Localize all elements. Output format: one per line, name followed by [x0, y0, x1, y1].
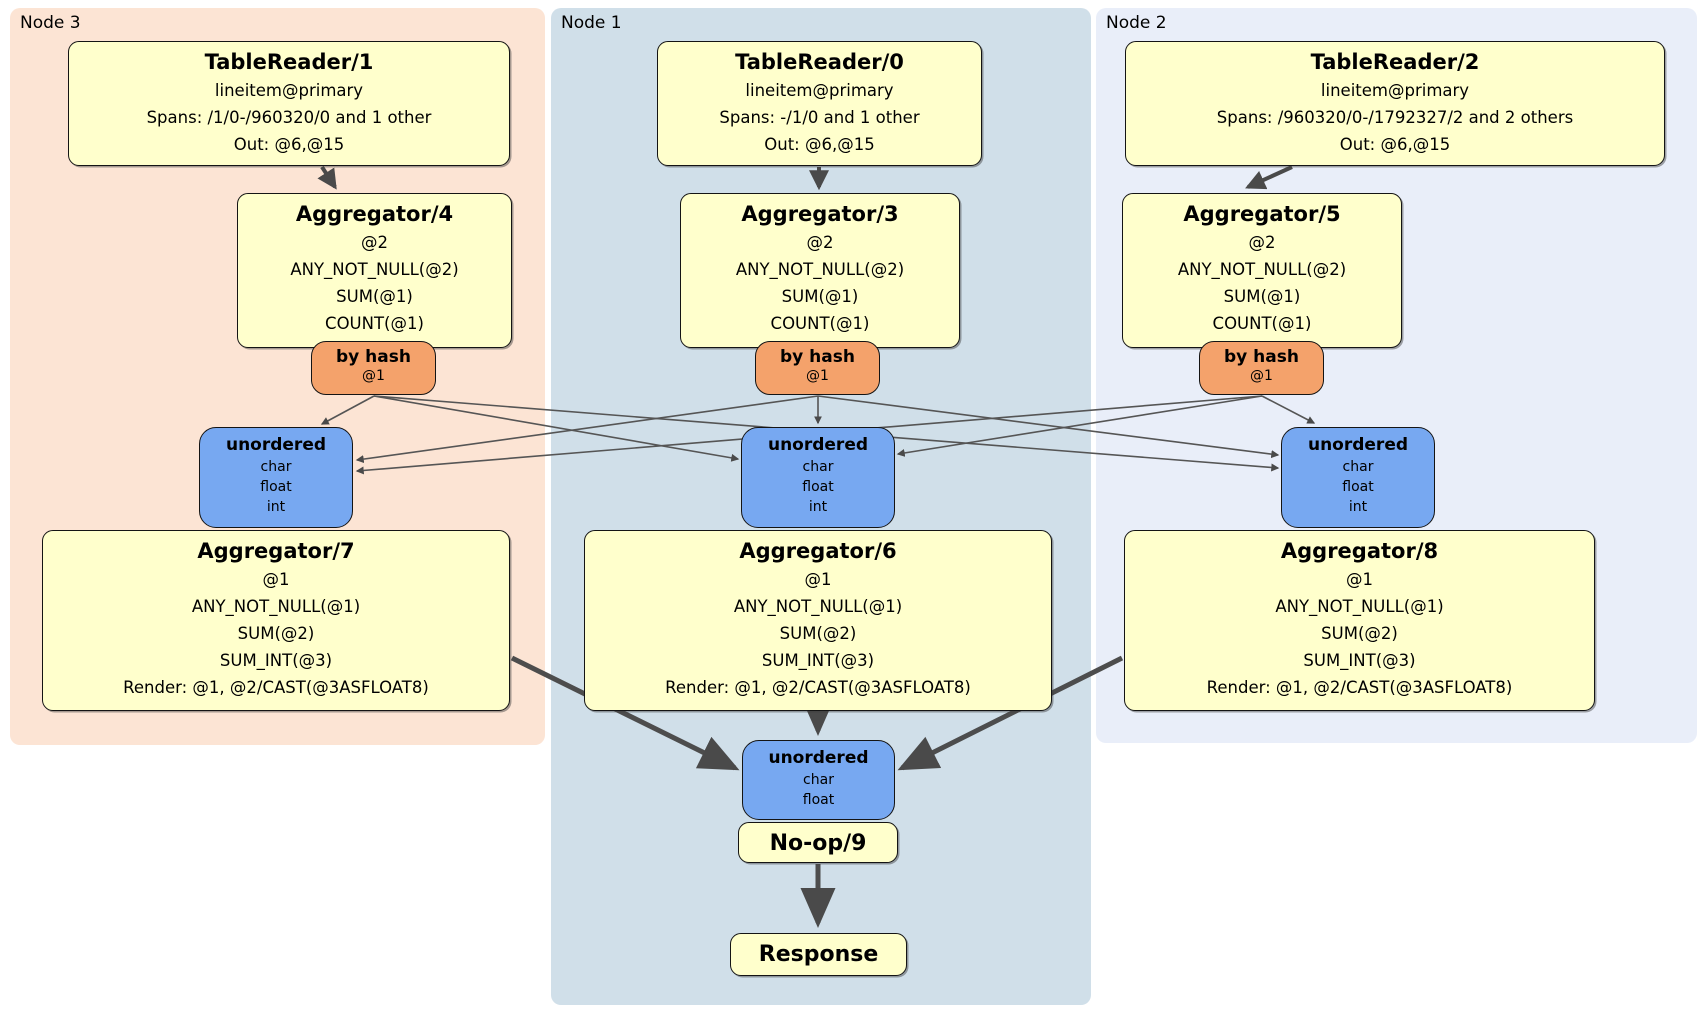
processor-detail: SUM(@1): [1223, 287, 1301, 306]
router-by-hash-5: by hash @1: [1199, 341, 1324, 395]
processor-title: TableReader/0: [735, 50, 904, 74]
processor-detail: Spans: /960320/0-/1792327/2 and 2 others: [1216, 108, 1574, 127]
sync-unordered-6: unordered char float int: [741, 427, 895, 528]
processor-detail: COUNT(@1): [1212, 314, 1312, 333]
processor-title: Aggregator/7: [197, 539, 355, 563]
processor-response: Response: [730, 933, 907, 976]
processor-detail: SUM_INT(@3): [219, 651, 333, 670]
router-columns: @1: [806, 368, 829, 384]
processor-aggregator-4: Aggregator/4 @2 ANY_NOT_NULL(@2) SUM(@1)…: [237, 193, 512, 348]
processor-detail: COUNT(@1): [770, 314, 870, 333]
processor-detail: SUM(@2): [1321, 624, 1398, 643]
processor-title: No-op/9: [769, 831, 867, 856]
router-by-hash-3: by hash @1: [755, 341, 880, 395]
sync-type: char: [803, 772, 834, 788]
sync-type: float: [260, 479, 292, 495]
processor-title: Aggregator/6: [739, 539, 897, 563]
processor-aggregator-6: Aggregator/6 @1 ANY_NOT_NULL(@1) SUM(@2)…: [584, 530, 1052, 711]
processor-detail: ANY_NOT_NULL(@2): [1177, 260, 1347, 279]
processor-detail: @2: [806, 233, 834, 252]
processor-title: Response: [758, 942, 879, 967]
processor-detail: Render: @1, @2/CAST(@3ASFLOAT8): [1206, 678, 1513, 697]
processor-detail: Out: @6,@15: [233, 135, 345, 154]
sync-type: int: [266, 499, 286, 515]
processor-detail: @2: [1248, 233, 1276, 252]
processor-detail: @2: [361, 233, 388, 252]
sync-title: unordered: [1307, 435, 1409, 455]
sync-type: char: [1342, 459, 1374, 475]
sync-type: int: [1348, 499, 1368, 515]
processor-detail: ANY_NOT_NULL(@1): [191, 597, 361, 616]
sync-type: float: [802, 792, 835, 808]
processor-aggregator-7: Aggregator/7 @1 ANY_NOT_NULL(@1) SUM(@2)…: [42, 530, 510, 711]
sync-type: int: [808, 499, 828, 515]
router-title: by hash: [1224, 347, 1299, 367]
panel-node-2-label: Node 2: [1106, 13, 1167, 33]
router-title: by hash: [336, 347, 411, 367]
router-title: by hash: [780, 347, 855, 367]
router-by-hash-4: by hash @1: [311, 341, 436, 395]
sync-unordered-8: unordered char float int: [1281, 427, 1435, 528]
processor-detail: Render: @1, @2/CAST(@3ASFLOAT8): [665, 678, 971, 697]
sync-title: unordered: [768, 748, 869, 768]
processor-detail: SUM(@2): [237, 624, 315, 643]
processor-title: TableReader/1: [204, 50, 374, 74]
processor-detail: SUM_INT(@3): [1303, 651, 1416, 670]
processor-detail: ANY_NOT_NULL(@2): [735, 260, 905, 279]
processor-detail: ANY_NOT_NULL(@1): [1275, 597, 1444, 616]
processor-detail: Out: @6,@15: [1339, 135, 1451, 154]
processor-tablereader-0: TableReader/0 lineitem@primary Spans: -/…: [657, 41, 982, 166]
processor-title: Aggregator/8: [1280, 539, 1439, 563]
sync-unordered-7: unordered char float int: [199, 427, 353, 528]
processor-detail: @1: [804, 570, 832, 589]
sync-type: float: [802, 479, 834, 495]
processor-detail: Out: @6,@15: [764, 135, 875, 154]
processor-detail: @1: [262, 570, 290, 589]
processor-aggregator-8: Aggregator/8 @1 ANY_NOT_NULL(@1) SUM(@2)…: [1124, 530, 1595, 711]
processor-detail: SUM(@1): [781, 287, 859, 306]
processor-detail: SUM(@2): [779, 624, 857, 643]
processor-title: TableReader/2: [1310, 50, 1480, 74]
router-columns: @1: [1250, 368, 1273, 384]
sync-unordered-9: unordered char float: [742, 740, 895, 820]
router-columns: @1: [362, 368, 385, 384]
processor-detail: SUM(@1): [336, 287, 413, 306]
processor-detail: COUNT(@1): [325, 314, 424, 333]
processor-noop-9: No-op/9: [738, 822, 898, 863]
processor-detail: lineitem@primary: [214, 81, 364, 100]
panel-node-3-label: Node 3: [20, 13, 81, 33]
sync-title: unordered: [767, 435, 869, 455]
processor-detail: ANY_NOT_NULL(@1): [733, 597, 903, 616]
processor-detail: lineitem@primary: [1320, 81, 1470, 100]
sync-type: char: [802, 459, 834, 475]
processor-detail: Spans: /1/0-/960320/0 and 1 other: [146, 108, 432, 127]
processor-title: Aggregator/5: [1183, 202, 1341, 226]
sync-type: char: [260, 459, 292, 475]
processor-detail: SUM_INT(@3): [761, 651, 875, 670]
processor-tablereader-2: TableReader/2 lineitem@primary Spans: /9…: [1125, 41, 1665, 166]
sync-type: float: [1342, 479, 1374, 495]
processor-title: Aggregator/3: [741, 202, 899, 226]
processor-detail: Spans: -/1/0 and 1 other: [719, 108, 920, 127]
processor-detail: Render: @1, @2/CAST(@3ASFLOAT8): [123, 678, 429, 697]
processor-tablereader-1: TableReader/1 lineitem@primary Spans: /1…: [68, 41, 510, 166]
sync-title: unordered: [225, 435, 327, 455]
processor-detail: lineitem@primary: [745, 81, 894, 100]
processor-detail: ANY_NOT_NULL(@2): [290, 260, 459, 279]
panel-node-1-label: Node 1: [561, 13, 622, 33]
processor-detail: @1: [1346, 570, 1373, 589]
processor-title: Aggregator/4: [295, 202, 454, 226]
processor-aggregator-3: Aggregator/3 @2 ANY_NOT_NULL(@2) SUM(@1)…: [680, 193, 960, 348]
processor-aggregator-5: Aggregator/5 @2 ANY_NOT_NULL(@2) SUM(@1)…: [1122, 193, 1402, 348]
